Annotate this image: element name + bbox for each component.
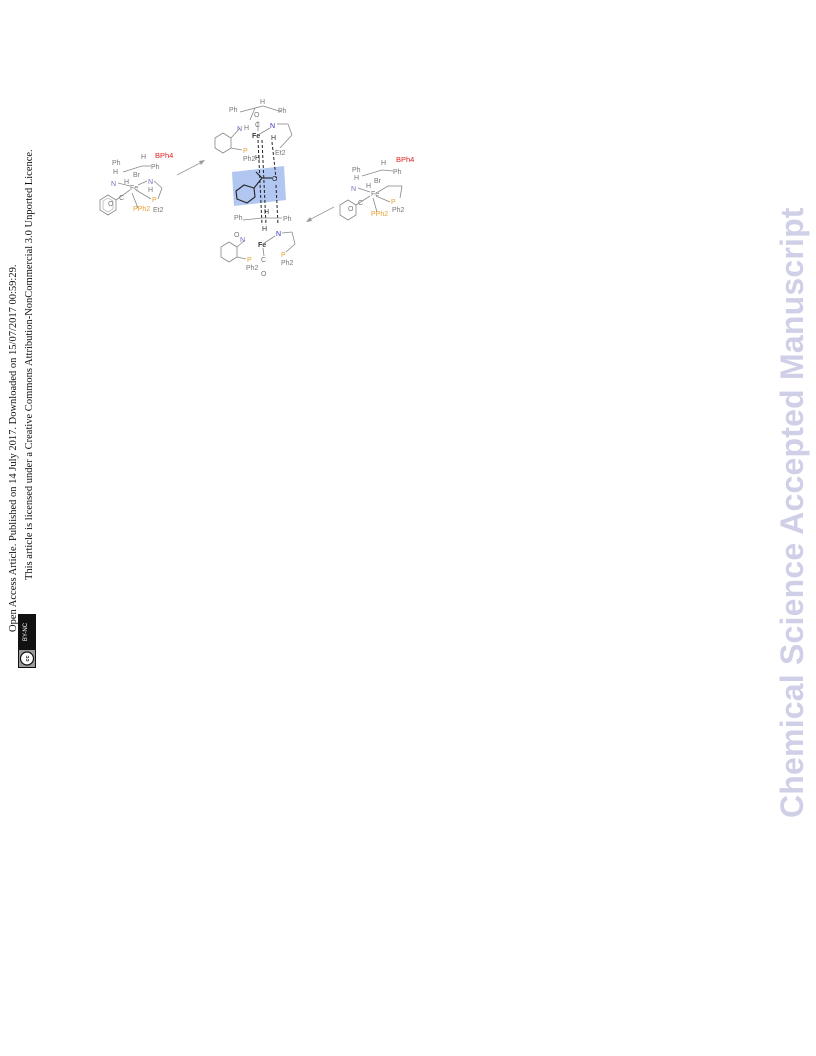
right-iron-complex: H BPh4 Ph Ph H Br N H Fe C O P PPh2 Ph2	[339, 155, 414, 221]
top-n-blue: N	[270, 123, 275, 130]
left-bonds	[99, 165, 163, 216]
bottom-ph-left: Ph	[234, 215, 243, 222]
left-et2: Et2	[153, 207, 164, 214]
right-h: H	[381, 160, 386, 167]
left-c: C	[119, 195, 124, 202]
bottom-ph-right: Ph	[283, 216, 292, 223]
right-h2: H	[366, 183, 371, 190]
left-pph2: PPh2	[133, 206, 150, 213]
top-et2: Et2	[275, 150, 286, 157]
substrate-o: O	[272, 176, 278, 183]
bottom-o1: O	[234, 232, 240, 239]
top-p: P	[243, 148, 248, 155]
top-ph2: Ph2	[243, 156, 256, 163]
bottom-ph2b: Ph2	[281, 260, 294, 267]
top-ph-right: Ph	[278, 108, 287, 115]
substrate-highlight: O	[232, 139, 286, 226]
right-pph2: PPh2	[371, 211, 388, 218]
top-h: H	[260, 99, 265, 106]
bottom-n-left: N	[240, 237, 245, 244]
right-benzene-ring	[339, 199, 357, 221]
left-br: Br	[133, 172, 141, 179]
bottom-p1: P	[247, 257, 252, 264]
top-h2: H	[271, 135, 276, 142]
left-reaction-arrow	[176, 160, 205, 176]
left-ph-a: Ph	[112, 160, 121, 167]
right-o: O	[348, 206, 354, 213]
left-ph-b: Ph	[151, 164, 160, 171]
right-br: Br	[374, 178, 382, 185]
bottom-fe: Fe	[258, 242, 266, 249]
right-bonds	[339, 169, 403, 221]
top-benzene-ring	[214, 132, 232, 154]
interaction-dashes	[257, 139, 279, 226]
bottom-benzene-ring	[220, 241, 238, 263]
top-n-left: N	[237, 126, 242, 133]
substrate-phenyl-ring	[235, 184, 256, 204]
left-h-top: H	[141, 154, 146, 161]
right-ph-left: Ph	[352, 167, 361, 174]
bottom-o2: O	[261, 271, 267, 278]
right-reaction-arrow	[306, 206, 335, 222]
substrate-molecule	[235, 171, 272, 204]
top-bonds	[214, 105, 293, 154]
left-fe: Fe	[130, 185, 138, 192]
right-c: C	[358, 200, 363, 207]
left-h2: H	[124, 179, 129, 186]
top-ph-left: Ph	[229, 107, 238, 114]
left-h1: H	[113, 169, 118, 176]
left-p: P	[152, 197, 157, 204]
left-h3: H	[148, 187, 153, 194]
right-p1: P	[391, 199, 396, 206]
left-o: O	[108, 201, 114, 208]
cc-license-badge[interactable]: cc BY-NC	[18, 614, 36, 668]
top-iron-complex: H Ph Ph O C N N H Fe H P Ph2 H Et2	[214, 99, 293, 163]
left-bph4: BPh4	[155, 151, 173, 160]
right-h1: H	[354, 175, 359, 182]
left-iron-complex: Ph H BPh4 Ph H Br N H Fe N H C O P PPh2 …	[99, 151, 173, 216]
bottom-bonds	[220, 217, 296, 263]
bottom-p2: P	[281, 252, 286, 259]
top-h1: H	[244, 125, 249, 132]
badge-label: BY-NC	[23, 622, 29, 641]
right-ph-right: Ph	[393, 169, 402, 176]
right-fe: Fe	[371, 191, 379, 198]
top-h3: H	[255, 155, 260, 162]
right-ph2: Ph2	[392, 207, 405, 214]
top-fe: Fe	[252, 133, 260, 140]
bottom-h1: H	[264, 209, 269, 216]
highlight-plane	[232, 166, 286, 206]
right-n: N	[351, 186, 356, 193]
right-bph4: BPh4	[396, 155, 414, 164]
top-o: O	[254, 112, 260, 119]
bottom-n-right: N	[276, 231, 281, 238]
bottom-ph2a: Ph2	[246, 265, 259, 272]
bottom-h2: H	[262, 226, 267, 233]
bottom-c: C	[261, 257, 266, 264]
left-benzene-ring	[99, 194, 117, 216]
cc-circle-icon	[19, 651, 35, 666]
left-n-left: N	[111, 181, 116, 188]
top-c: C	[255, 122, 260, 129]
bottom-iron-complex: Ph Ph H H N N O Fe C P P Ph2 Ph2 O	[220, 209, 296, 278]
cc-symbol: cc	[25, 655, 31, 661]
left-n-right: N	[148, 179, 153, 186]
